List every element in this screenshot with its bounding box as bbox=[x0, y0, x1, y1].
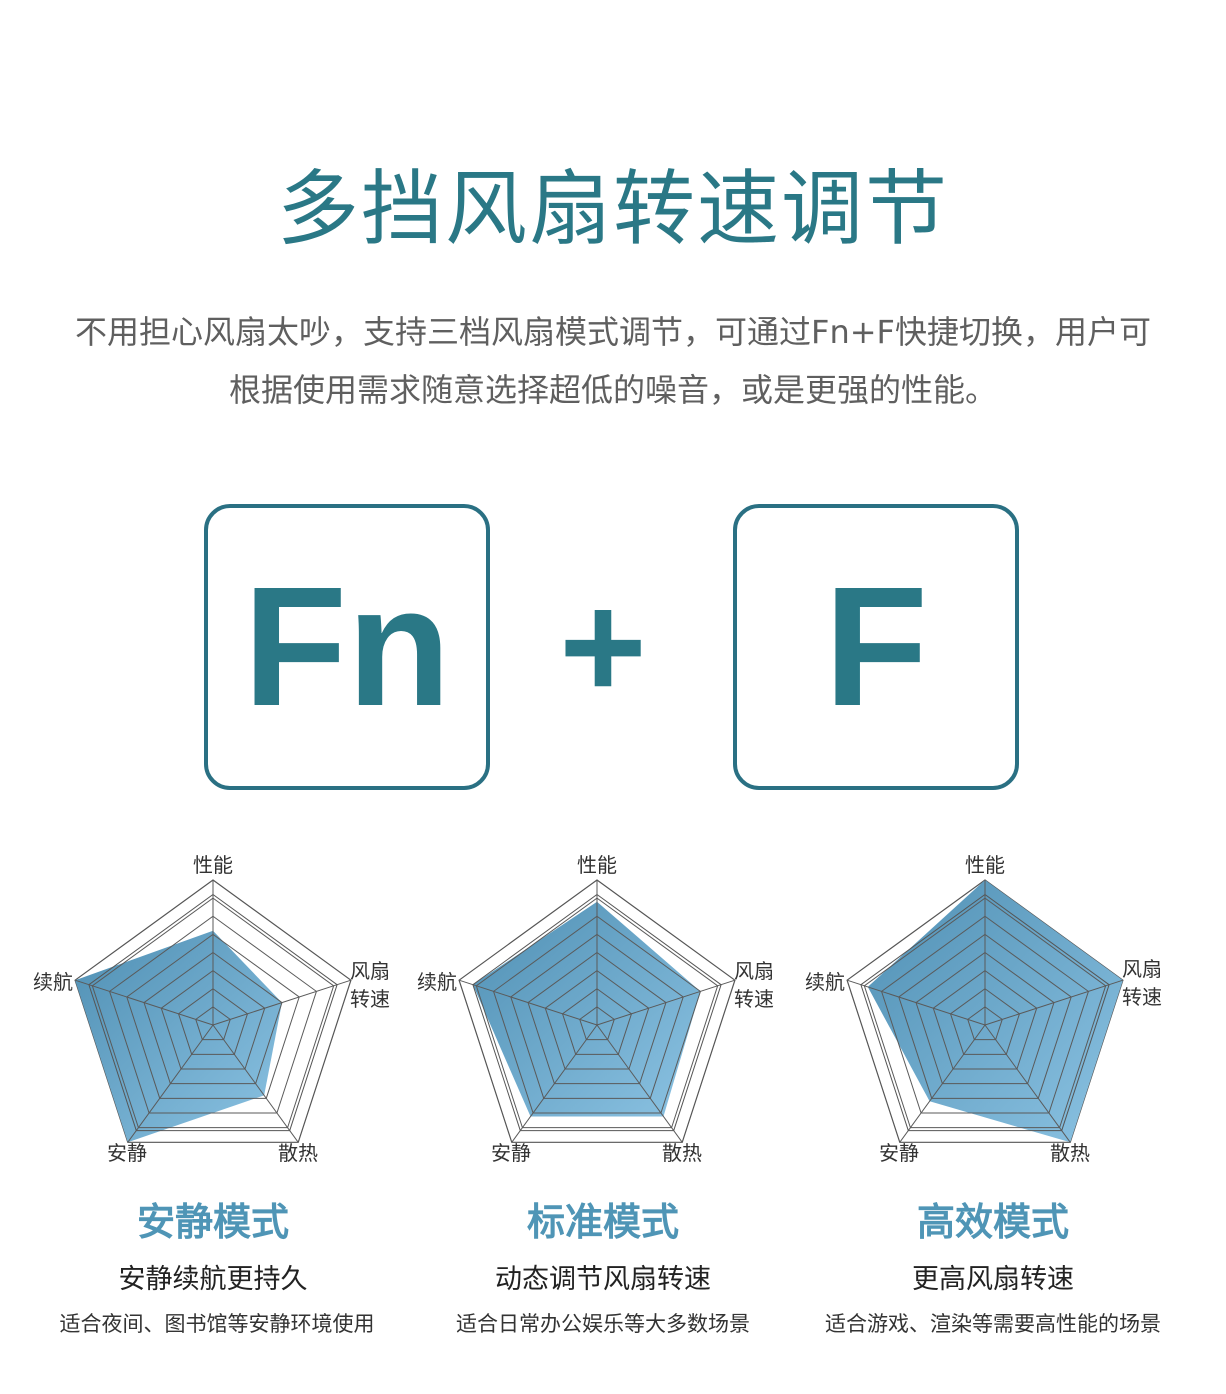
page-title: 多挡风扇转速调节 bbox=[276, 162, 949, 257]
radar-spoke bbox=[511, 1024, 598, 1143]
axis-label-fan-2: 转速 bbox=[350, 987, 390, 1011]
radar-spoke bbox=[984, 979, 1124, 1026]
radar-ring bbox=[967, 1006, 1003, 1041]
axis-label-battery: 续航 bbox=[417, 970, 457, 994]
axis-label-battery: 续航 bbox=[805, 970, 845, 994]
radar-outer-frame bbox=[846, 879, 1124, 1143]
radar-ring bbox=[88, 893, 338, 1132]
axis-label-cooling: 散热 bbox=[662, 1141, 702, 1165]
radar-ring bbox=[160, 970, 266, 1070]
axis-label-fan-1: 风扇 bbox=[734, 959, 774, 983]
radar-svg-performance bbox=[846, 879, 1124, 1143]
mode-title-quiet: 安静模式 bbox=[136, 1200, 289, 1244]
radar-spoke bbox=[899, 1024, 986, 1143]
fn-key: Fn bbox=[204, 504, 490, 790]
radar-chart-performance: 性能 风扇 转速 散热 安静 续航 bbox=[785, 840, 1185, 1170]
radar-ring bbox=[492, 915, 702, 1114]
mode-sub-standard: 适合日常办公娱乐等大多数场景 bbox=[456, 1312, 750, 1336]
axis-label-fan-1: 风扇 bbox=[350, 959, 390, 983]
axis-label-fan-2: 转速 bbox=[734, 987, 774, 1011]
page-description: 不用担心风扇太吵，支持三档风扇模式调节，可通过Fn+F快捷切换，用户可 根据使用… bbox=[30, 303, 1196, 419]
radar-spoke bbox=[458, 979, 598, 1026]
axis-label-battery: 续航 bbox=[33, 970, 73, 994]
radar-ring bbox=[126, 933, 300, 1099]
mode-sub-performance: 适合游戏、渲染等需要高性能的场景 bbox=[825, 1312, 1161, 1336]
radar-spoke bbox=[846, 979, 986, 1026]
axis-label-cooling: 散热 bbox=[1050, 1141, 1090, 1165]
f-key: F bbox=[733, 504, 1019, 790]
radar-spoke bbox=[596, 979, 736, 1026]
radar-outer-frame bbox=[458, 879, 736, 1143]
radar-svg-standard bbox=[458, 879, 736, 1143]
radar-data-area bbox=[867, 880, 1123, 1143]
axis-label-quiet: 安静 bbox=[107, 1141, 147, 1165]
radar-spoke bbox=[127, 1024, 214, 1143]
radar-ring bbox=[860, 893, 1110, 1132]
axis-label-fan-2: 转速 bbox=[1122, 985, 1162, 1009]
radar-chart-quiet: 性能 风扇 转速 散热 安静 续航 bbox=[13, 840, 413, 1170]
radar-spoke bbox=[212, 1024, 299, 1143]
radar-ring bbox=[561, 988, 633, 1055]
radar-ring bbox=[949, 988, 1021, 1055]
radar-svg-quiet bbox=[74, 879, 352, 1143]
axis-label-quiet: 安静 bbox=[491, 1141, 531, 1165]
axis-label-fan-1: 风扇 bbox=[1122, 957, 1162, 981]
radar-ring bbox=[475, 897, 719, 1129]
axis-label-cooling: 散热 bbox=[278, 1141, 318, 1165]
axis-label-performance: 性能 bbox=[577, 853, 617, 877]
radar-ring bbox=[143, 951, 283, 1085]
radar-spoke bbox=[596, 1024, 683, 1143]
radar-ring bbox=[108, 915, 318, 1114]
radar-spoke bbox=[74, 979, 214, 1026]
axis-label-performance: 性能 bbox=[193, 853, 233, 877]
axis-label-quiet: 安静 bbox=[879, 1141, 919, 1165]
radar-outer-frame bbox=[74, 879, 352, 1143]
mode-title-standard: 标准模式 bbox=[526, 1200, 679, 1244]
radar-ring bbox=[544, 970, 650, 1070]
description-line-1: 不用担心风扇太吵，支持三档风扇模式调节，可通过Fn+F快捷切换，用户可 bbox=[75, 313, 1151, 351]
radar-ring bbox=[472, 893, 722, 1132]
radar-spoke bbox=[212, 979, 352, 1026]
plus-sign: + bbox=[559, 562, 647, 730]
radar-data-area bbox=[472, 901, 701, 1117]
radar-ring bbox=[510, 933, 684, 1099]
mode-title-performance: 高效模式 bbox=[916, 1200, 1069, 1244]
radar-ring bbox=[863, 897, 1107, 1129]
axis-label-performance: 性能 bbox=[965, 853, 1005, 877]
radar-ring bbox=[932, 970, 1038, 1070]
radar-ring bbox=[195, 1006, 231, 1041]
description-line-2: 根据使用需求随意选择超低的噪音，或是更强的性能。 bbox=[228, 371, 997, 409]
radar-spoke bbox=[984, 1024, 1071, 1143]
radar-ring bbox=[527, 951, 667, 1085]
radar-ring bbox=[91, 897, 335, 1129]
mode-main-performance: 更高风扇转速 bbox=[912, 1264, 1074, 1295]
radar-chart-standard: 性能 风扇 转速 散热 安静 续航 bbox=[397, 840, 797, 1170]
radar-ring bbox=[579, 1006, 615, 1041]
radar-ring bbox=[898, 933, 1072, 1099]
radar-ring bbox=[880, 915, 1090, 1114]
radar-ring bbox=[177, 988, 249, 1055]
mode-sub-quiet: 适合夜间、图书馆等安静环境使用 bbox=[59, 1312, 375, 1336]
mode-main-quiet: 安静续航更持久 bbox=[118, 1264, 308, 1295]
radar-ring bbox=[915, 951, 1055, 1085]
mode-main-standard: 动态调节风扇转速 bbox=[495, 1264, 711, 1295]
